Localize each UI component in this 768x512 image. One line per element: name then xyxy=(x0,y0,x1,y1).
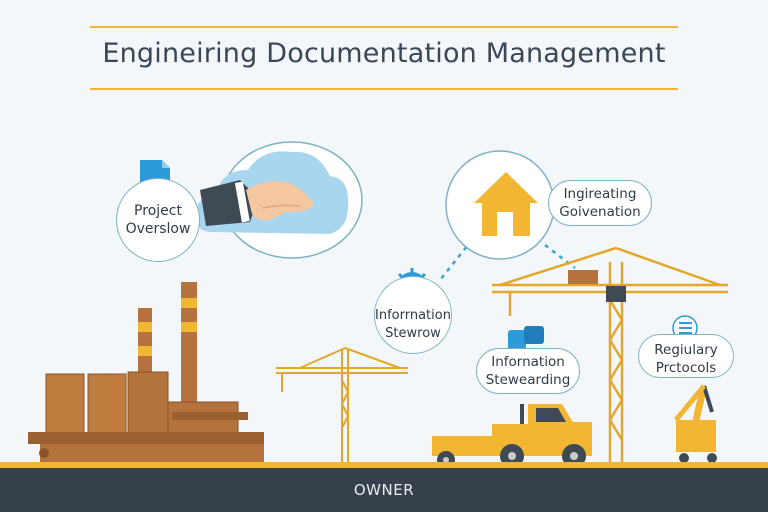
node-project-overview-line2: Overslow xyxy=(125,221,191,237)
title-rule-bottom xyxy=(90,88,678,90)
ground-line xyxy=(0,462,768,468)
excavator-illustration xyxy=(674,384,717,463)
crane-small xyxy=(276,347,408,462)
node-governance-line2: Goivenation xyxy=(559,204,641,220)
node-information-stewrow-line1: Inforrnation xyxy=(375,308,451,323)
truck-illustration xyxy=(432,404,592,469)
node-information-stewarding-line1: Infornation xyxy=(491,354,565,370)
node-governance[interactable]: Ingireating Goivenation xyxy=(548,180,652,226)
title-rule-top xyxy=(90,26,678,28)
crane-counterweight xyxy=(568,270,598,284)
node-governance-line1: Ingireating xyxy=(563,186,637,202)
handshake-icon xyxy=(200,180,314,226)
database-icon xyxy=(508,326,544,350)
crane-cab xyxy=(606,286,626,302)
connector-dashed xyxy=(544,244,576,269)
node-information-stewrow[interactable]: Inforrnation Stewrow xyxy=(374,276,452,354)
footer-bar: OWNER xyxy=(0,468,768,512)
node-information-stewrow-line2: Stewrow xyxy=(385,326,441,341)
node-project-overview-line1: Project xyxy=(134,203,182,219)
node-regulatory-protocols-line1: Regiulary xyxy=(654,342,718,358)
house-icon xyxy=(474,172,538,236)
footer-label: OWNER xyxy=(353,481,415,499)
node-regulatory-protocols-line2: Prctocols xyxy=(655,360,717,376)
node-information-stewarding[interactable]: Infornation Stewearding xyxy=(476,348,580,394)
factory-illustration xyxy=(28,282,264,462)
page-title: Engineiring Documentation Management xyxy=(102,38,666,69)
node-regulatory-protocols[interactable]: Regiulary Prctocols xyxy=(638,334,734,378)
node-project-overview[interactable]: Project Overslow xyxy=(116,178,200,262)
node-information-stewarding-line2: Stewearding xyxy=(485,372,571,388)
